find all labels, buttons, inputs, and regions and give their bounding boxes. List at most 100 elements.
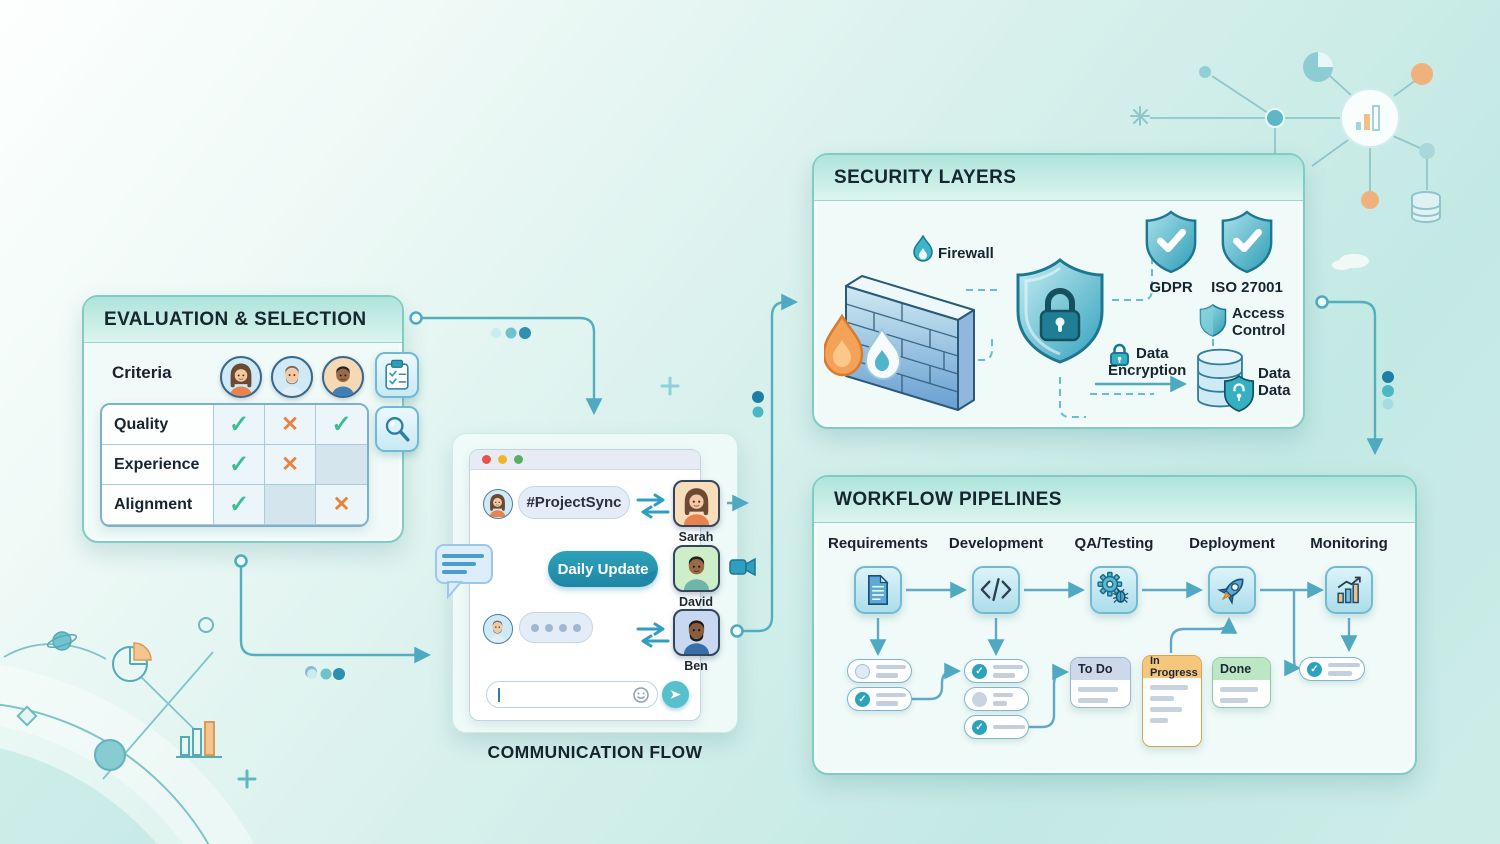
sender-avatar-sarah <box>483 489 513 519</box>
kanban-inprogress-card[interactable]: In Progress <box>1142 655 1202 747</box>
criteria-mark: ✕ <box>265 445 316 485</box>
checklist-button[interactable] <box>375 352 419 398</box>
bar-chart-decor <box>176 721 222 758</box>
rocket-icon <box>1217 578 1244 605</box>
security-panel: SECURITY LAYERS Firewall <box>812 153 1305 429</box>
task-pill[interactable] <box>1299 657 1365 681</box>
criteria-mark: ✓ <box>214 485 265 525</box>
task-check-icon <box>855 691 870 707</box>
snowflake-decor <box>1130 106 1150 126</box>
task-pill[interactable] <box>847 687 912 711</box>
communication-caption: COMMUNICATION FLOW <box>487 742 703 762</box>
task-check-icon <box>1307 661 1322 677</box>
stage-label-qa: QA/Testing <box>1074 535 1154 552</box>
window-close-dot[interactable] <box>482 455 491 464</box>
database-node-icon <box>1411 191 1441 223</box>
network-edges <box>1150 75 1428 192</box>
node-circle <box>94 739 126 771</box>
chat-window: #ProjectSync Daily Update <box>469 449 701 721</box>
search-button[interactable] <box>375 406 419 452</box>
criteria-mark: ✓ <box>214 405 265 445</box>
hub-bar-chart-icon <box>1356 105 1380 131</box>
workflow-panel: WORKFLOW PIPELINES Requirements Developm… <box>812 475 1417 775</box>
evaluation-panel: EVALUATION & SELECTION Criteria Quality … <box>82 295 404 543</box>
criteria-mark <box>316 445 367 485</box>
firewall-illustration <box>824 275 975 411</box>
criteria-row-label: Quality <box>102 405 214 445</box>
typing-dot <box>545 623 553 632</box>
stage-tile-requirements <box>854 566 902 614</box>
chart-icon <box>1337 576 1361 604</box>
typing-bubble <box>519 612 593 643</box>
criteria-mark: ✓ <box>316 405 367 445</box>
stage-tile-deployment <box>1208 566 1256 614</box>
gdpr-shield-icon <box>1145 210 1197 273</box>
network-node <box>1265 108 1285 128</box>
clipboard-check-icon <box>385 359 409 390</box>
database-lock-shield-icon <box>1223 374 1255 413</box>
stage-label-requirements: Requirements <box>827 535 929 552</box>
data-encryption-label: Data Encryption <box>1108 345 1187 379</box>
channel-bubble: #ProjectSync <box>518 486 630 519</box>
criteria-mark <box>265 485 316 525</box>
update-bubble: Daily Update <box>548 551 658 587</box>
task-pill[interactable] <box>847 659 912 683</box>
window-minimize-dot[interactable] <box>498 455 507 464</box>
candidate-avatar-1 <box>220 356 262 398</box>
network-node <box>1419 143 1435 159</box>
flame-icon <box>913 235 933 262</box>
smiley-icon[interactable] <box>633 686 649 703</box>
diamond-node <box>16 705 38 727</box>
message-input[interactable] <box>486 681 658 708</box>
task-pill[interactable] <box>964 687 1029 711</box>
send-button[interactable] <box>662 681 689 708</box>
video-camera-icon <box>729 557 756 577</box>
padlock-icon <box>1110 343 1129 366</box>
criteria-row-label: Alignment <box>102 485 214 525</box>
network-node-orange <box>1411 63 1433 85</box>
criteria-label: Criteria <box>112 363 172 382</box>
corner-arc-fill <box>0 748 158 844</box>
kanban-label: To Do <box>1078 662 1113 676</box>
kanban-label: Done <box>1220 662 1252 676</box>
workflow-title: WORKFLOW PIPELINES <box>834 488 1062 510</box>
communication-panel: #ProjectSync Daily Update <box>452 433 738 733</box>
speech-bubble-icon <box>434 543 494 601</box>
cloud-decor <box>1332 254 1369 270</box>
access-shield-icon <box>1199 304 1227 337</box>
typing-dot <box>573 623 581 632</box>
stage-label-monitoring: Monitoring <box>1310 535 1388 552</box>
security-title: SECURITY LAYERS <box>834 166 1017 188</box>
gear-bug-icon <box>1097 571 1129 603</box>
circle-decor <box>198 617 214 633</box>
chat-titlebar[interactable] <box>470 450 700 470</box>
criteria-mark: ✕ <box>316 485 367 525</box>
stage-tile-monitoring <box>1325 566 1373 614</box>
iso-label: ISO 27001 <box>1211 279 1283 296</box>
member-tile-ben <box>673 609 720 656</box>
document-icon <box>868 574 889 605</box>
pie-chart-decor <box>112 642 152 682</box>
stage-tile-qa <box>1090 566 1138 614</box>
member-name: David <box>678 595 714 609</box>
stage-tile-development <box>972 566 1020 614</box>
planet-icon <box>46 631 78 651</box>
task-pill[interactable] <box>964 715 1029 739</box>
criteria-mark: ✕ <box>265 405 316 445</box>
stage-label-development: Development <box>948 535 1044 552</box>
typing-dot <box>531 623 539 632</box>
kanban-todo-card[interactable]: To Do <box>1070 657 1131 708</box>
member-name: Sarah <box>678 530 714 544</box>
kanban-done-card[interactable]: Done <box>1212 657 1271 708</box>
member-tile-sarah <box>673 480 720 527</box>
code-icon <box>980 578 1012 602</box>
window-zoom-dot[interactable] <box>514 455 523 464</box>
typing-dot <box>559 623 567 632</box>
criteria-table: Quality ✓ ✕ ✓ Experience ✓ ✕ Alignment ✓… <box>100 403 369 527</box>
magnifier-icon <box>385 417 410 442</box>
task-pill[interactable] <box>964 659 1029 683</box>
